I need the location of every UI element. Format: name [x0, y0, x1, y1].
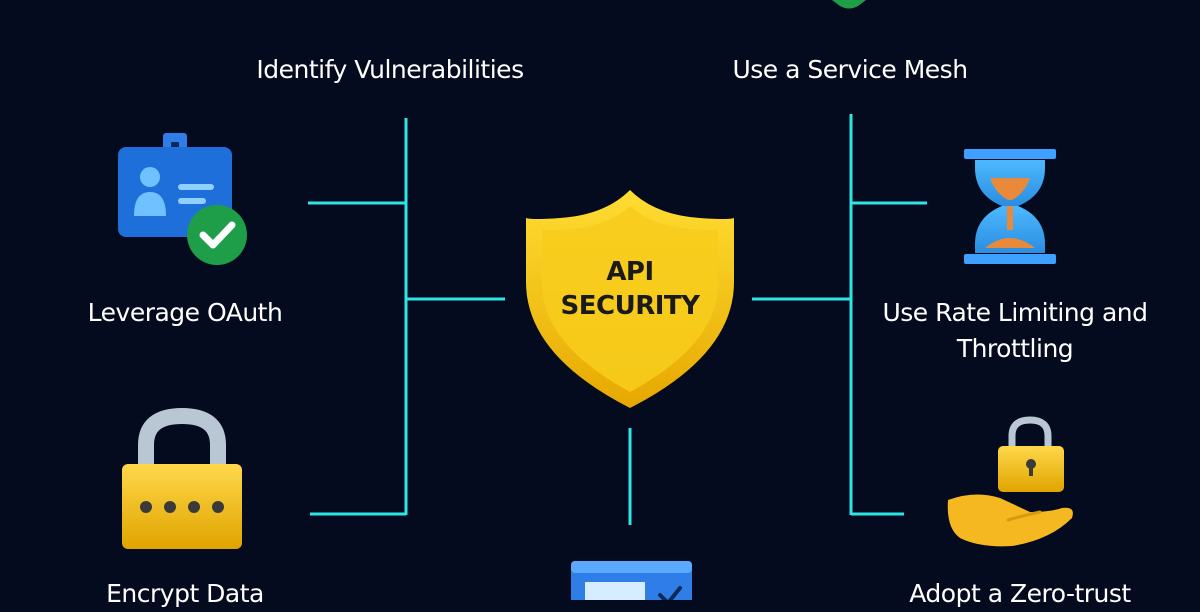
- center-title: API SECURITY: [530, 255, 730, 323]
- shield-icon: [526, 190, 734, 408]
- monitor-check-icon: [571, 561, 692, 600]
- label-encrypt-data: Encrypt Data: [106, 579, 264, 608]
- label-identify-vulnerabilities: Identify Vulnerabilities: [256, 55, 524, 84]
- top-partial-icon: [832, 0, 866, 9]
- label-rate-limiting: Use Rate Limiting and Throttling: [882, 298, 1148, 363]
- label-service-mesh: Use a Service Mesh: [732, 55, 968, 84]
- id-card-check-icon: [118, 133, 247, 265]
- padlock-icon: [122, 407, 242, 549]
- center-title-line-2: SECURITY: [560, 291, 700, 321]
- connector-lines: [308, 114, 927, 525]
- hourglass-icon: [964, 149, 1056, 264]
- label-zero-trust: Adopt a Zero-trust: [909, 579, 1131, 608]
- label-oauth: Leverage OAuth: [87, 298, 283, 327]
- center-title-line-1: API: [606, 257, 654, 287]
- hand-lock-icon: [947, 416, 1073, 547]
